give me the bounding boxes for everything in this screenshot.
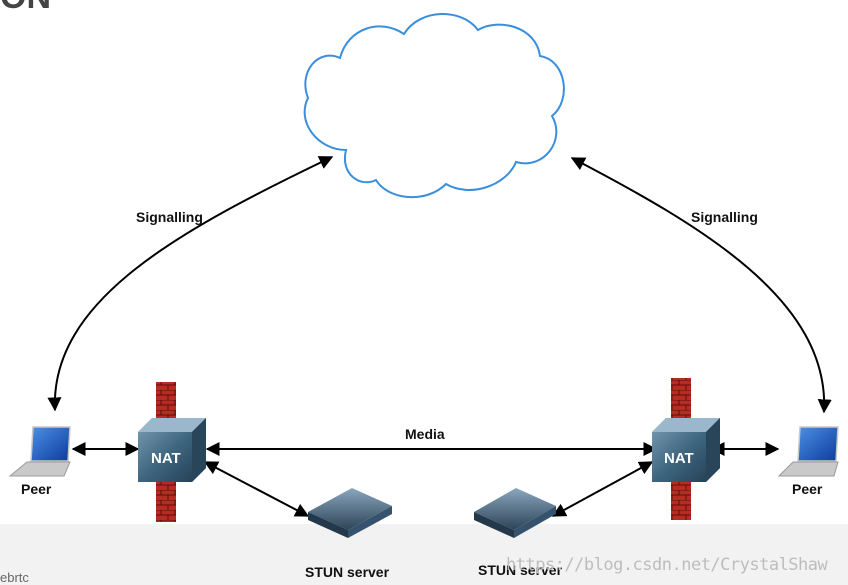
stun-server-label-right: STUN server — [478, 562, 563, 578]
laptop-icon-right — [777, 426, 839, 477]
nat-device-left — [138, 418, 206, 482]
nat-label-right: NAT — [664, 450, 694, 467]
signalling-label-left: Signalling — [136, 209, 203, 225]
watermark: https://blog.csdn.net/CrystalShaw — [506, 555, 828, 575]
footer-strip — [0, 524, 848, 585]
stun-server-label-left: STUN server — [305, 564, 390, 580]
peer-label-right: Peer — [792, 481, 823, 497]
media-label: Media — [405, 426, 445, 442]
footer-caption-fragment: ebrtc — [0, 570, 29, 585]
stun-server-left — [308, 488, 392, 538]
nat-label-left: NAT — [151, 450, 181, 467]
nat-device-right — [652, 418, 720, 482]
nat-stun-arrow-right — [551, 461, 654, 517]
signalling-label-right: Signalling — [691, 209, 758, 225]
signalling-arrow-right — [570, 157, 832, 414]
peer-label-left: Peer — [21, 481, 52, 497]
stun-server-right — [474, 488, 556, 538]
signalling-arrow-left — [47, 156, 334, 412]
page-title-fragment: ON — [0, 0, 51, 17]
laptop-icon-left — [8, 426, 71, 477]
cloud-icon — [303, 13, 565, 198]
nat-stun-arrow-left — [203, 461, 310, 517]
